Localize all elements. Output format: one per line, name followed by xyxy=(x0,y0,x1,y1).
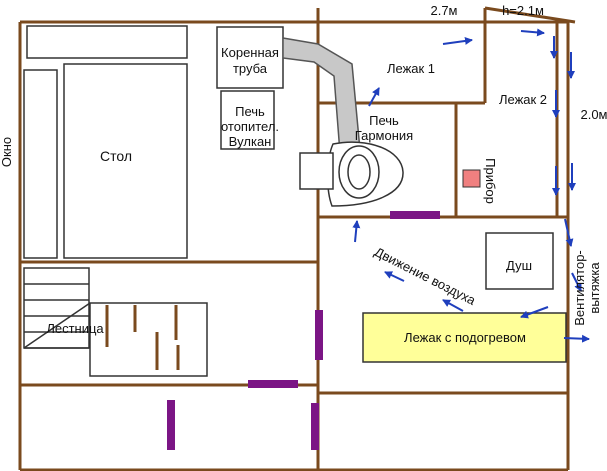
bench2-label: Лежак 2 xyxy=(499,92,547,107)
table xyxy=(63,63,188,259)
shower-label: Душ xyxy=(506,258,532,273)
air-flow-label: Движение воздуха xyxy=(372,244,479,308)
shower-box xyxy=(485,232,554,290)
stairs xyxy=(23,267,208,377)
stove-label-1: Печь xyxy=(235,104,265,119)
vent-label-1: Вентилятор- xyxy=(572,250,587,326)
heated-bench-label: Лежак с подогревом xyxy=(404,330,526,345)
harmony-stove xyxy=(299,141,404,207)
dim-depth-label: 2.0м xyxy=(580,107,607,122)
window-label: Окно xyxy=(0,137,14,167)
dim-height-label: h=2.1м xyxy=(502,3,544,18)
doors xyxy=(167,211,440,450)
bench1-label: Лежак 1 xyxy=(387,61,435,76)
heated-bench xyxy=(362,312,567,363)
harmony-label-1: Печь xyxy=(369,113,399,128)
vent-label-2: вытяжка xyxy=(587,262,602,314)
stove-label-2: отопител. xyxy=(221,119,279,134)
wall-bench-left xyxy=(23,69,58,259)
table-label: Стол xyxy=(100,148,132,164)
chimney-label-1: Коренная xyxy=(221,45,279,60)
stair-marks xyxy=(105,305,180,370)
chimney-label-2: труба xyxy=(233,61,268,76)
dim-width-label: 2.7м xyxy=(430,3,457,18)
harmony-label-2: Гармония xyxy=(355,128,413,143)
air-flow-arrows xyxy=(352,28,590,343)
device-box xyxy=(462,169,481,188)
chimney-box xyxy=(216,26,284,89)
stove-label-3: Вулкан xyxy=(229,134,272,149)
heating-stove-box xyxy=(220,90,275,150)
chimney-pipe xyxy=(282,37,361,154)
stairs-label: Лестница xyxy=(46,321,104,336)
device-label: Прибор xyxy=(483,158,498,204)
wall-bench-top xyxy=(26,25,188,59)
